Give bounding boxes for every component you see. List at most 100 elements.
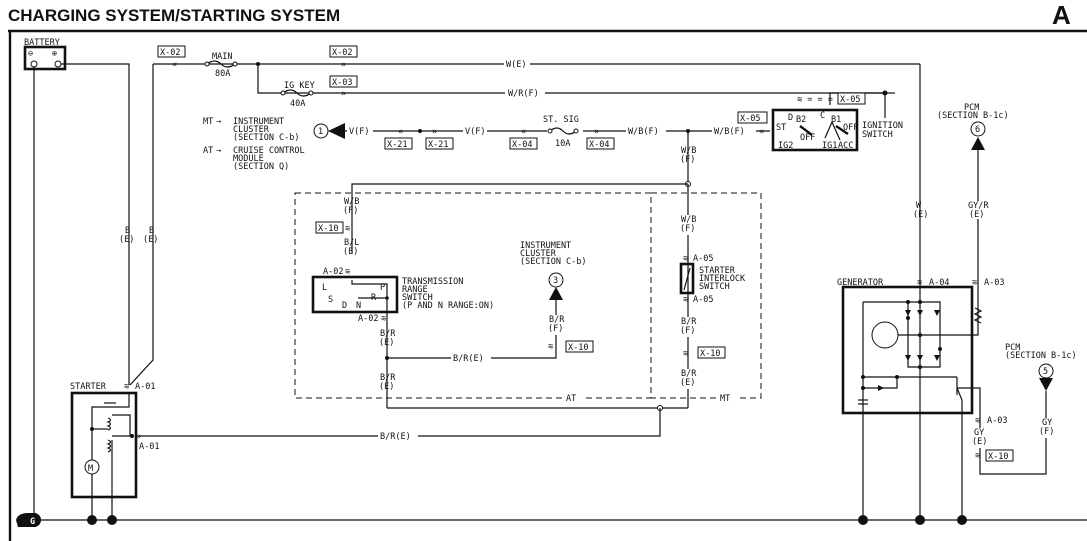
fuse-rating: 80A [215,69,230,79]
connector-icon: ≋ [683,295,688,305]
wire-label: W/B(F) [714,127,745,137]
component-label: INTERLOCK [699,274,746,284]
ref-text: PCM [1005,343,1020,353]
terminal-label: B2 [796,115,806,125]
starter-b-wire [129,64,154,386]
component-label: (P AND N RANGE:ON) [402,301,494,311]
connector-tag [157,45,186,58]
ignition-switch: ≋ = = = ≋ X-05 D B2 C B1 ST OFF OFF IG2 … [771,92,903,152]
connector-label: A-05 [693,254,713,264]
battery-positive-icon: ⊕ [52,49,57,59]
connector-male-icon: » [594,127,599,137]
connector-icon: ≋ [975,451,980,461]
fuse-label: MAIN [212,52,232,62]
component-label: SWITCH [402,293,433,303]
battery-label: BATTERY [24,38,60,48]
wire-label: B [149,226,154,236]
wire-label: (E) [972,437,987,447]
starter: STARTER ≋ A-01 M » A-01 [70,382,159,515]
region-label: MT [720,394,730,404]
connector-label: X-10 [318,224,338,234]
wire-label: W [916,201,922,211]
battery: BATTERY ⊖ ⊕ [23,38,67,71]
wire-label: (F) [548,324,563,334]
range-label: S [328,295,333,305]
connector-icon: ≋ [345,267,350,277]
connector-icon: ≋ [917,278,922,288]
ref-text: (SECTION B-1c) [1005,351,1077,361]
component-label: STARTER [70,382,107,392]
component-label: TRANSMISSION [402,277,463,287]
diagram-title: CHARGING SYSTEM/STARTING SYSTEM [8,6,341,25]
component-label: STARTER [699,266,736,276]
connector-label: A-01 [139,442,159,452]
connector-icon: » [136,432,141,442]
connector-female-icon: « [398,127,403,137]
connector-icon: ≋ [975,416,980,426]
terminal-label: OFF [843,123,858,133]
ref-text: MODULE [233,154,264,164]
connector-icon: ≋ [345,224,350,234]
connector-label: X-02 [160,48,180,58]
connector-label: X-10 [568,343,588,353]
wire-label: (E) [379,382,394,392]
wire-label: (E) [119,235,134,245]
ground-icon: G [16,513,41,527]
section-letter: A [1052,0,1071,30]
wire-label: (E) [379,338,394,348]
connector-icon: ≋ [548,342,553,352]
ref-text: PCM [964,103,979,113]
range-label: N [356,301,361,311]
connector-label: A-02 [358,314,378,324]
terminal-label: IG1 [822,141,837,151]
connector-label: X-03 [332,78,352,88]
connector-icon: ≋ [683,349,688,359]
connector-label: X-05 [840,95,860,105]
diagram-frame [8,29,1087,541]
wire-label: B/R [681,317,697,327]
wire-label: B/R(E) [380,432,411,442]
arrow-icon: → [216,146,221,156]
terminal-label: OFF [800,133,815,143]
at-ref: AT [203,146,213,156]
ref-text: CLUSTER [520,249,557,259]
wire-label: B/R [380,329,396,339]
range-label: L [322,283,327,293]
ignition-switch-label: SWITCH [862,130,893,140]
wire-label: W/R(F) [508,89,539,99]
component-label: GENERATOR [837,278,884,288]
arrow-icon [971,137,985,150]
arrow-icon [1039,378,1053,391]
connector-label: X-02 [332,48,352,58]
ground-symbol: G [30,517,35,527]
battery-negative-icon: ⊖ [28,49,33,59]
ref-text: (SECTION B-1c) [937,111,1009,121]
connector-label: X-21 [428,140,448,150]
terminal-label: C [820,111,825,121]
ig-key-wire [257,64,886,118]
wire-label: (F) [1039,427,1054,437]
connector-label: X-10 [700,349,720,359]
reference-number: 1 [318,127,323,137]
fuse-icon [206,60,236,68]
wire-label: GY [974,428,984,438]
connector-label: A-03 [987,416,1007,426]
ref-text: INSTRUMENT [233,117,284,127]
wire-label: B/R [549,315,565,325]
connector-label: A-04 [929,278,949,288]
arrow-icon: → [216,117,221,127]
fuse-label: IG KEY [284,81,315,91]
connector-label: A-03 [984,278,1004,288]
wire-label: V(F) [465,127,485,137]
connector-male-icon: » [341,60,346,70]
ref-text: (SECTION C-b) [233,133,300,143]
component-label: SWITCH [699,282,730,292]
wire-label: (E) [343,247,358,257]
fuse-rating: 10A [555,139,570,149]
ref-text: CLUSTER [233,125,270,135]
motor-icon: M [88,464,93,474]
arrow-icon [328,123,345,139]
wire-label: (F) [680,155,695,165]
connector-label: X-04 [512,140,532,150]
